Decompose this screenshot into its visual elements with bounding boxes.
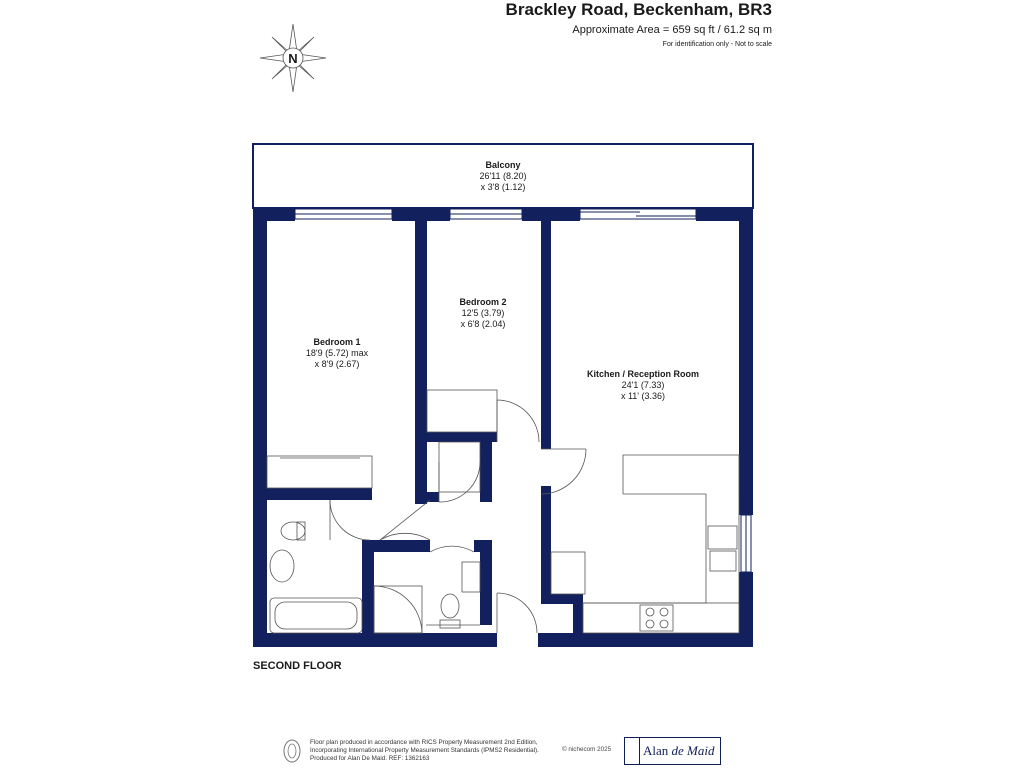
brand-second: de Maid <box>671 743 715 758</box>
disclaimer-text: For identification only - Not to scale <box>662 41 772 48</box>
brand-logo: Alan de Maid <box>624 737 721 765</box>
room-label-balcony: Balcony 26'11 (8.20) x 3'8 (1.12) <box>479 160 526 193</box>
room-name: Bedroom 1 <box>313 337 361 347</box>
copyright-text: © nichecom 2025 <box>562 746 612 753</box>
page-title: Brackley Road, Beckenham, BR3 <box>505 0 772 19</box>
windows <box>294 208 752 573</box>
doors <box>329 399 587 634</box>
compass-letter: N <box>288 51 297 66</box>
room-dimension: x 11' (3.36) <box>620 391 666 401</box>
footer-disclaimer: Floor plan produced in accordance with R… <box>310 739 539 763</box>
brand-first: Alan <box>643 743 672 758</box>
room-dimension: x 6'8 (2.04) <box>460 319 506 329</box>
floor-label: SECOND FLOOR <box>253 660 342 672</box>
room-dimension: x 8'9 (2.67) <box>314 359 360 369</box>
brand-bar <box>625 738 640 764</box>
room-label-bedroom-1: Bedroom 1 18'9 (5.72) max x 8'9 (2.67) <box>306 337 368 370</box>
brand-name: Alan de Maid <box>643 743 715 759</box>
room-name: Bedroom 2 <box>459 297 507 307</box>
footer-line: Incorporating International Property Mea… <box>310 747 539 754</box>
room-label-bedroom-2: Bedroom 2 12'5 (3.79) x 6'8 (2.04) <box>459 297 506 330</box>
room-dimension: 24'1 (7.33) <box>621 380 665 390</box>
room-dimension: 12'5 (3.79) <box>461 308 505 318</box>
room-label-kitchen: Kitchen / Reception Room 24'1 (7.33) x 1… <box>587 369 699 402</box>
area-text: Approximate Area = 659 sq ft / 61.2 sq m <box>572 24 772 36</box>
room-dimension: 26'11 (8.20) <box>479 171 527 181</box>
room-dimension: 18'9 (5.72) max <box>305 348 369 358</box>
room-name: Balcony <box>485 160 521 170</box>
outer-walls <box>253 207 753 647</box>
footer-line: Produced for Alan De Maid. REF: 1362163 <box>310 755 430 762</box>
balcony-outline <box>252 143 754 209</box>
room-dimension: x 3'8 (1.12) <box>480 182 526 192</box>
compass-icon: N <box>259 23 327 93</box>
room-name: Kitchen / Reception Room <box>586 369 700 379</box>
fixtures <box>266 389 740 634</box>
rics-logo-icon <box>283 739 301 763</box>
footer-line: Floor plan produced in accordance with R… <box>310 739 538 746</box>
